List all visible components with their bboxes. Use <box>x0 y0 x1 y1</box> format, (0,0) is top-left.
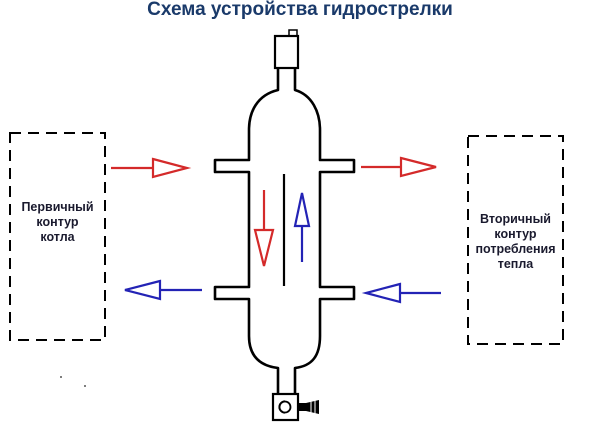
stray-dot <box>84 385 86 387</box>
primary-circuit-line3: котла <box>40 230 75 244</box>
secondary-circuit-line2: контур <box>494 227 537 241</box>
stray-dot <box>60 376 62 378</box>
air-vent-icon <box>273 29 300 70</box>
supply-arrow-down-inside <box>253 190 275 267</box>
return-arrow-consumer-in <box>361 282 441 304</box>
drain-valve-icon <box>271 392 319 422</box>
secondary-circuit-box <box>467 135 564 345</box>
secondary-circuit-label: Вторичный контур потребления тепла <box>468 212 563 272</box>
return-arrow-up-inside <box>293 192 311 262</box>
return-arrow-boiler-out <box>124 279 202 301</box>
primary-circuit-line2: контур <box>36 215 79 229</box>
secondary-circuit-line4: тепла <box>497 257 534 271</box>
diagram-title: Схема устройства гидрострелки <box>147 0 453 20</box>
secondary-circuit-line3: потребления <box>475 242 556 256</box>
primary-circuit-label: Первичный контур котла <box>10 200 105 245</box>
separator-body <box>213 68 356 398</box>
secondary-circuit-line1: Вторичный <box>480 212 551 226</box>
supply-arrow-boiler-in <box>111 157 192 179</box>
primary-circuit-line1: Первичный <box>21 200 94 214</box>
supply-arrow-consumer-out <box>361 156 437 178</box>
primary-circuit-box <box>9 132 106 341</box>
